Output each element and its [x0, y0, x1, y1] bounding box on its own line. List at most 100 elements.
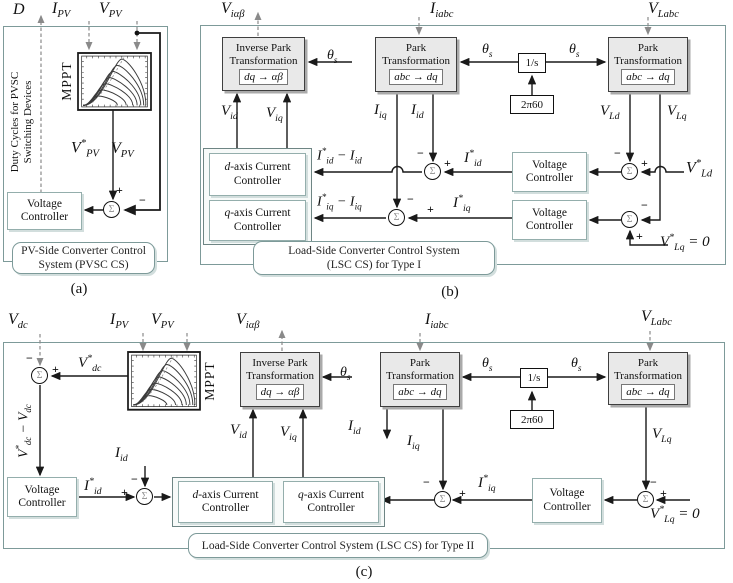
label-vid-c: Vid: [230, 422, 247, 441]
abc-to-dq: abc → dq: [389, 69, 443, 85]
label-vid-b: Vid: [221, 103, 238, 122]
duty-cycles-note: Duty Cycles for PVSC Switching Devices: [9, 71, 34, 173]
label-iiq-c: Iiq: [407, 433, 420, 452]
caption-c: (c): [355, 564, 373, 580]
plus-sign: +: [121, 485, 128, 499]
sum-junction-c-v: Σ: [637, 491, 654, 508]
plus-sign: +: [444, 156, 451, 170]
minus-sign: −: [423, 475, 430, 489]
label-viab-b: Viαβ: [221, 0, 245, 21]
integrator-block-b: 1/s: [518, 53, 546, 73]
label-error-q-b: I*iq − Iiq: [317, 192, 362, 212]
minus-sign: −: [407, 192, 414, 206]
integrator-block-c: 1/s: [520, 368, 548, 388]
plus-sign: +: [636, 229, 643, 243]
panel-b-title: Load-Side Converter Control System (LSC …: [253, 241, 495, 275]
label-theta-right-b: θs: [569, 42, 580, 59]
sum-junction-c-d: Σ: [136, 488, 153, 505]
abc-to-dq: abc → dq: [621, 384, 675, 400]
label-vstar-lq0-c: V*Lq = 0: [650, 504, 700, 525]
sum-junction-b-vq: Σ: [621, 211, 638, 228]
label-vlabc-b: VLabc: [648, 0, 679, 21]
label-vlq-b: VLq: [667, 103, 687, 122]
label-vld-b: VLd: [600, 103, 620, 122]
park-block-c-voltage: Park Transformation abc → dq: [608, 352, 688, 405]
d-axis-current-controller-b: d-axis Current Controller: [209, 153, 306, 196]
sum-junction-b-d: Σ: [424, 163, 441, 180]
label-viq-c: Viq: [280, 424, 297, 443]
minus-sign: −: [26, 351, 33, 365]
label-iiabc-c: Iiabc: [425, 311, 449, 332]
mppt-label-c: MPPT: [202, 361, 217, 401]
plus-sign: +: [427, 202, 434, 216]
label-vstar-dc: V*dc: [78, 353, 102, 374]
label-istar-iq-b: I*iq: [453, 193, 471, 214]
panel-a-title: PV-Side Converter Control System (PVSC C…: [12, 242, 155, 274]
voltage-controller-b-d: Voltage Controller: [512, 152, 587, 192]
park-block-b-current: Park Transformation abc → dq: [375, 37, 457, 92]
label-vpv-c: VPV: [151, 311, 174, 332]
label-iiabc-b: Iiabc: [430, 0, 454, 21]
mppt-label-a: MPPT: [59, 61, 74, 101]
inverse-park-block-b: Inverse Park Transformation dq → αβ: [222, 37, 305, 91]
label-ipv-c: IPV: [110, 311, 129, 332]
d-axis-current-controller-c: d-axis Current Controller: [178, 481, 273, 523]
label-iid-b: Iid: [411, 102, 424, 121]
q-axis-current-controller-b: q-axis Current Controller: [209, 200, 306, 241]
inverse-park-block-c: Inverse Park Transformation dq → αβ: [240, 352, 320, 407]
plus-sign: +: [641, 156, 648, 170]
minus-sign: −: [641, 198, 648, 212]
panel-c-title: Load-Side Converter Control System (LSC …: [188, 533, 488, 558]
label-theta-right-c: θs: [571, 356, 582, 373]
label-theta-left-b: θs: [482, 42, 493, 59]
minus-sign: −: [614, 146, 621, 160]
plus-sign: +: [52, 362, 59, 376]
caption-a: (a): [70, 281, 88, 297]
minus-sign: −: [139, 193, 146, 207]
label-theta-left-c: θs: [482, 356, 493, 373]
label-vpv-feedback: VPV: [111, 140, 134, 161]
label-error-d-b: I*id − Iid: [317, 146, 362, 166]
label-duty-d: D: [13, 1, 25, 18]
voltage-controller-c-right: Voltage Controller: [532, 478, 602, 523]
sum-junction-c-dc: Σ: [31, 367, 48, 384]
plus-sign: +: [660, 486, 667, 500]
dq-to-ab: dq → αβ: [239, 69, 288, 85]
label-vstar-pv: V*PV: [71, 138, 99, 160]
label-istar-id-b: I*id: [464, 148, 482, 169]
voltage-controller-b-q: Voltage Controller: [512, 200, 587, 240]
plus-sign: +: [116, 183, 123, 197]
caption-b: (b): [441, 284, 459, 300]
minus-sign: −: [417, 146, 424, 160]
sum-junction-b-q: Σ: [388, 209, 405, 226]
abc-to-dq: abc → dq: [393, 384, 447, 400]
label-theta-invpark-c: θs: [340, 365, 351, 382]
q-axis-current-controller-c: q-axis Current Controller: [283, 481, 379, 523]
label-iid-c: Iid: [115, 445, 128, 464]
plus-sign: +: [459, 486, 466, 500]
label-viab-c: Viαβ: [236, 311, 260, 332]
two-pi-60-block-c: 2π60: [510, 410, 554, 429]
label-vstar-ld-b: V*Ld: [686, 158, 713, 180]
sum-junction-a: Σ: [103, 201, 120, 218]
minus-sign: −: [650, 475, 657, 489]
minus-sign: −: [131, 472, 138, 486]
park-block-b-voltage: Park Transformation abc → dq: [608, 37, 688, 92]
label-vstar-lq0-b: V*Lq = 0: [660, 232, 710, 253]
label-istar-id-c: I*id: [84, 476, 102, 497]
label-vlq-c: VLq: [652, 426, 672, 445]
label-theta-invpark-b: θs: [327, 48, 338, 65]
label-istar-iq-c: I*iq: [478, 473, 496, 494]
sum-junction-c-q: Σ: [434, 491, 451, 508]
label-ipv: IPV: [52, 0, 71, 21]
park-block-c-current: Park Transformation abc → dq: [380, 352, 460, 407]
label-iid-stub-c: Iid: [348, 418, 361, 437]
label-vpv: VPV: [99, 0, 122, 21]
label-viq-b: Viq: [266, 105, 283, 124]
voltage-controller-c-left: Voltage Controller: [7, 477, 77, 517]
dq-to-ab: dq → αβ: [255, 384, 305, 400]
label-vdc-c: Vdc: [8, 311, 28, 332]
label-iiq-b: Iiq: [374, 102, 387, 121]
